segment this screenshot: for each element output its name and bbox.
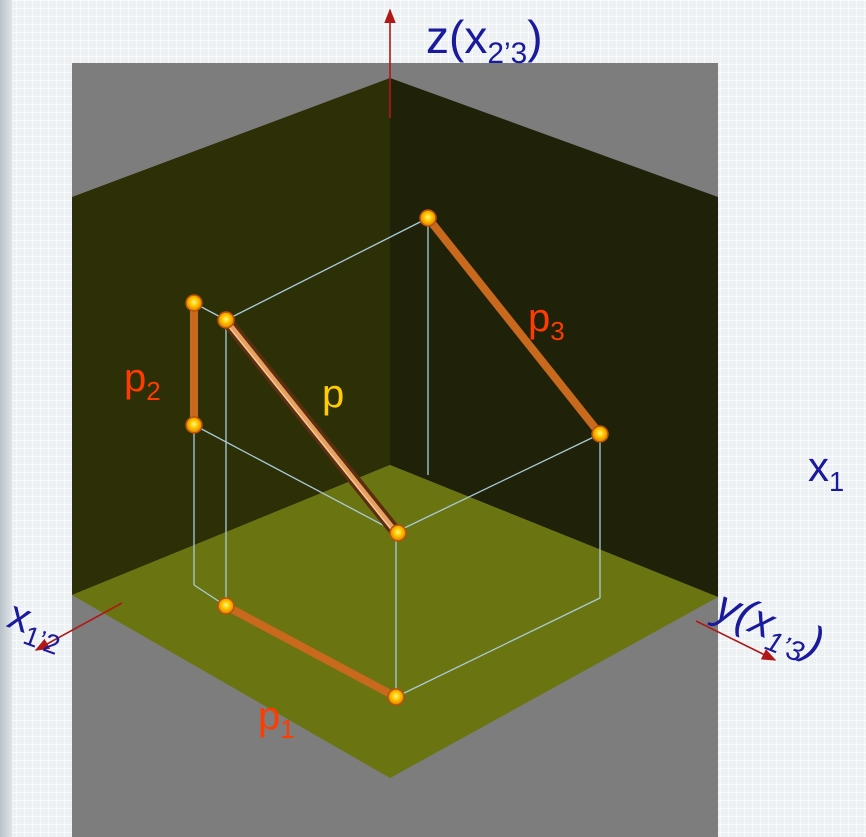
point-p-bottom xyxy=(389,524,407,542)
point-p3-top xyxy=(419,209,437,227)
floor-plane xyxy=(72,465,718,778)
line-p-shine xyxy=(223,320,395,534)
back-plane xyxy=(72,78,390,595)
left-rail xyxy=(0,0,12,837)
label-p3: p3 xyxy=(528,296,565,347)
projection-p3 xyxy=(424,214,604,438)
projection-p1 xyxy=(222,602,400,701)
point-p2-top xyxy=(185,294,203,312)
label-p: p xyxy=(322,372,345,416)
y-axis xyxy=(695,620,777,661)
x13-axis-label: x1 xyxy=(808,443,845,497)
point-p-top xyxy=(217,311,235,329)
label-p1: p1 xyxy=(258,694,295,745)
point-p1-right xyxy=(387,688,405,706)
line-p-highlight xyxy=(223,317,399,535)
z-axis-label: z(x2’3) xyxy=(426,11,543,71)
point-p1-left xyxy=(217,597,235,615)
x-axis xyxy=(34,602,123,651)
point-p3-bottom xyxy=(591,425,609,443)
point-p2-bottom xyxy=(185,416,203,434)
label-p2: p2 xyxy=(124,356,161,407)
side-plane xyxy=(390,78,718,597)
endpoints xyxy=(185,209,609,706)
